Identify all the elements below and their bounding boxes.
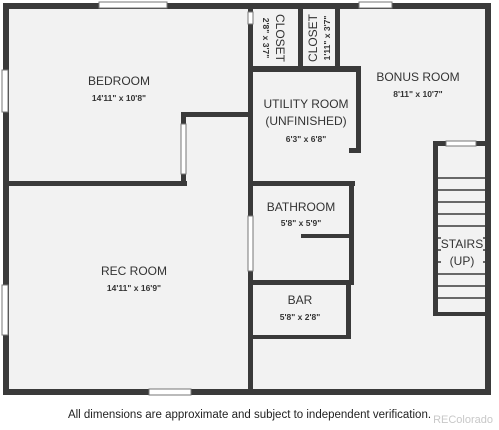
window-top-bonus: [358, 1, 393, 9]
bedroom-dims: 14'11" x 10'8": [92, 93, 146, 103]
wall-bathroom-shelf: [301, 234, 354, 238]
wall-bathroom-right: [349, 181, 354, 285]
floor-area: [6, 6, 488, 393]
door-opening-bathroom: [247, 215, 254, 272]
bathroom-name: BATHROOM: [267, 200, 335, 214]
dimension-disclaimer: All dimensions are approximate and subje…: [67, 409, 432, 421]
stairs-name-line1: STAIRS: [441, 237, 483, 251]
closet-2-dims: 1'11" x 3'7": [322, 16, 332, 61]
wall-closets-bottom: [248, 66, 361, 72]
outer-wall-bottom: [3, 389, 491, 395]
bar-name: BAR: [288, 293, 313, 307]
stairs-label-bg: [441, 233, 483, 269]
outer-wall-left: [3, 3, 9, 395]
closet-2-name: CLOSET: [306, 13, 320, 62]
closet-1-name: CLOSET: [273, 14, 287, 63]
wall-bathroom-bottom: [248, 280, 354, 285]
stairs-name-line2: (UP): [450, 254, 475, 268]
wall-utility-right-lower: [349, 148, 361, 153]
wall-utility-bottom: [248, 181, 355, 186]
wall-bedroom-notch-top: [181, 112, 253, 117]
bar-dims: 5'8" x 2'8": [280, 312, 320, 322]
window-top-bedroom: [98, 1, 168, 9]
outer-wall-right: [485, 3, 491, 395]
wall-closet-2-right: [335, 6, 340, 70]
bonus-room-dims: 8'11" x 10'7": [393, 89, 442, 99]
door-opening-closet: [247, 11, 254, 25]
closet-2-label: CLOSET 1'11" x 3'7": [306, 13, 332, 62]
closet-1-label: CLOSET 2'8" x 3'7": [261, 14, 287, 63]
utility-name-line2: (UNFINISHED): [265, 114, 346, 128]
bathroom-dims: 5'8" x 5'9": [281, 218, 321, 228]
bedroom-name: BEDROOM: [88, 74, 150, 88]
watermark: REColorado: [433, 414, 493, 426]
wall-center-vertical: [248, 6, 253, 389]
wall-bedroom-bottom: [6, 181, 187, 186]
wall-stairs-bottom: [433, 312, 488, 316]
window-stairs: [445, 140, 477, 147]
utility-name-line1: UTILITY ROOM: [263, 97, 348, 111]
wall-utility-right: [356, 66, 361, 152]
wall-closet-1-right: [298, 6, 303, 70]
outer-wall-top: [3, 3, 491, 9]
rec-room-name: REC ROOM: [101, 264, 167, 278]
bonus-room-name: BONUS ROOM: [376, 70, 459, 84]
utility-dims: 6'3" x 6'8": [286, 134, 326, 144]
rec-room-dims: 14'11" x 16'9": [107, 283, 161, 293]
wall-stairs-left: [433, 141, 438, 316]
floor-plan: BEDROOM 14'11" x 10'8" REC ROOM 14'11" x…: [1, 1, 491, 396]
wall-bar-right: [346, 280, 351, 338]
door-opening-bedroom: [180, 123, 187, 175]
closet-1-dims: 2'8" x 3'7": [261, 18, 271, 58]
window-bottom-rec: [148, 388, 192, 396]
wall-bar-bottom: [248, 335, 351, 339]
window-left-rec: [1, 284, 9, 336]
window-left-bedroom: [1, 69, 9, 113]
